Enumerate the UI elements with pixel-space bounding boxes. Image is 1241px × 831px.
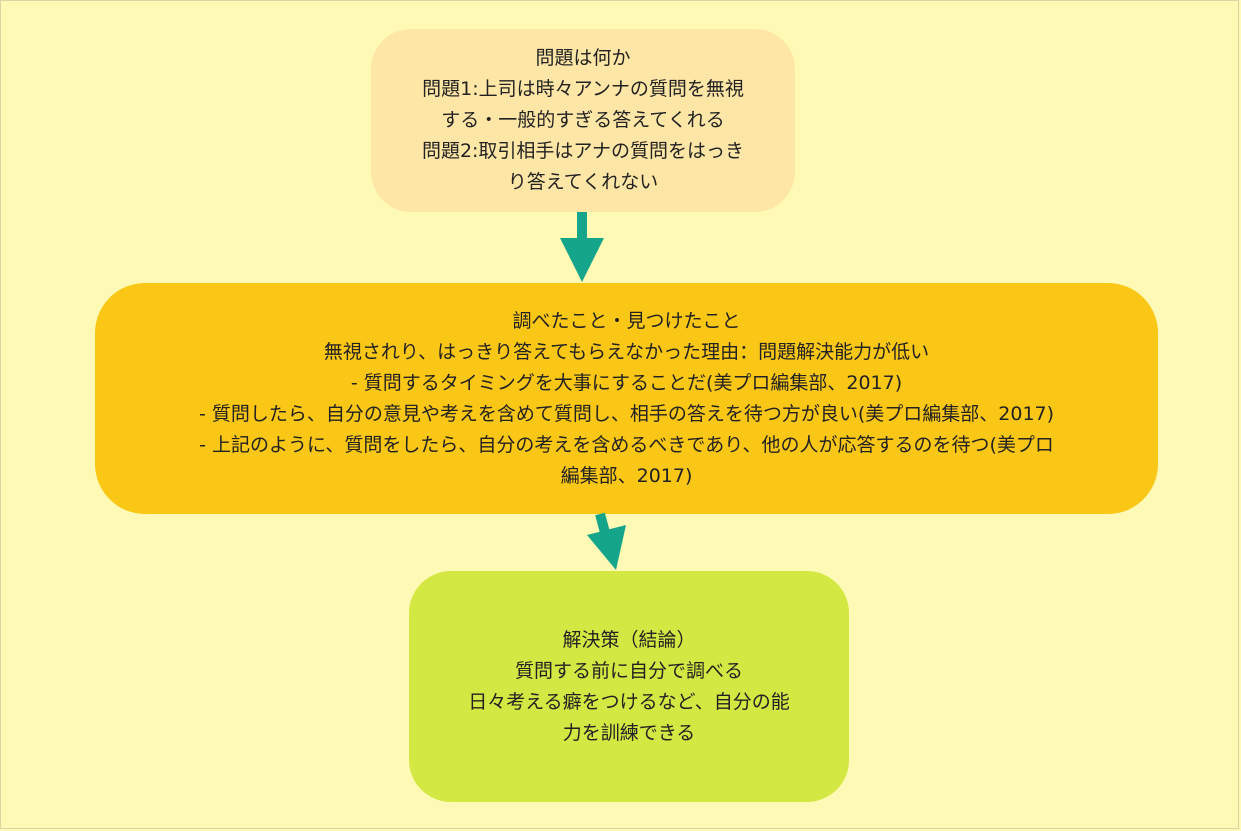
solution-line: 質問する前に自分で調べる (514, 659, 743, 682)
solution-title: 解決策（結論） (562, 628, 696, 651)
solution-line: 力を訓練できる (562, 721, 696, 744)
findings-line: 無視されり、はっきり答えてもらえなかった理由：問題解決能力が低い (323, 340, 930, 363)
findings-box: 調べたこと・見つけたこと 無視されり、はっきり答えてもらえなかった理由：問題解決… (95, 283, 1158, 514)
problem-title: 問題は何か (535, 47, 631, 69)
solution-box: 解決策（結論） 質問する前に自分で調べる 日々考える癖をつけるなど、自分の能 力… (409, 571, 849, 802)
findings-line: 編集部、2017) (560, 464, 693, 487)
problem-box: 問題は何か 問題1:上司は時々アンナの質問を無視 する・一般的すぎる答えてくれる… (371, 29, 795, 212)
problem-line: り答えてくれない (507, 171, 659, 193)
problem-line: する・一般的すぎる答えてくれる (441, 109, 725, 131)
findings-line: - 質問したら、自分の意見や考えを含めて質問し、相手の答えを待つ方が良い(美プロ… (198, 402, 1055, 425)
findings-title: 調べたこと・見つけたこと (512, 309, 741, 332)
problem-line: 問題2:取引相手はアナの質問をはっき (421, 140, 745, 162)
solution-line: 日々考える癖をつけるなど、自分の能 (468, 690, 790, 713)
findings-line: - 質問するタイミングを大事にすることだ(美プロ編集部、2017) (350, 371, 903, 394)
problem-line: 問題1:上司は時々アンナの質問を無視 (422, 78, 744, 100)
findings-line: - 上記のように、質問をしたら、自分の考えを含めるべきであり、他の人が応答するの… (199, 433, 1054, 456)
